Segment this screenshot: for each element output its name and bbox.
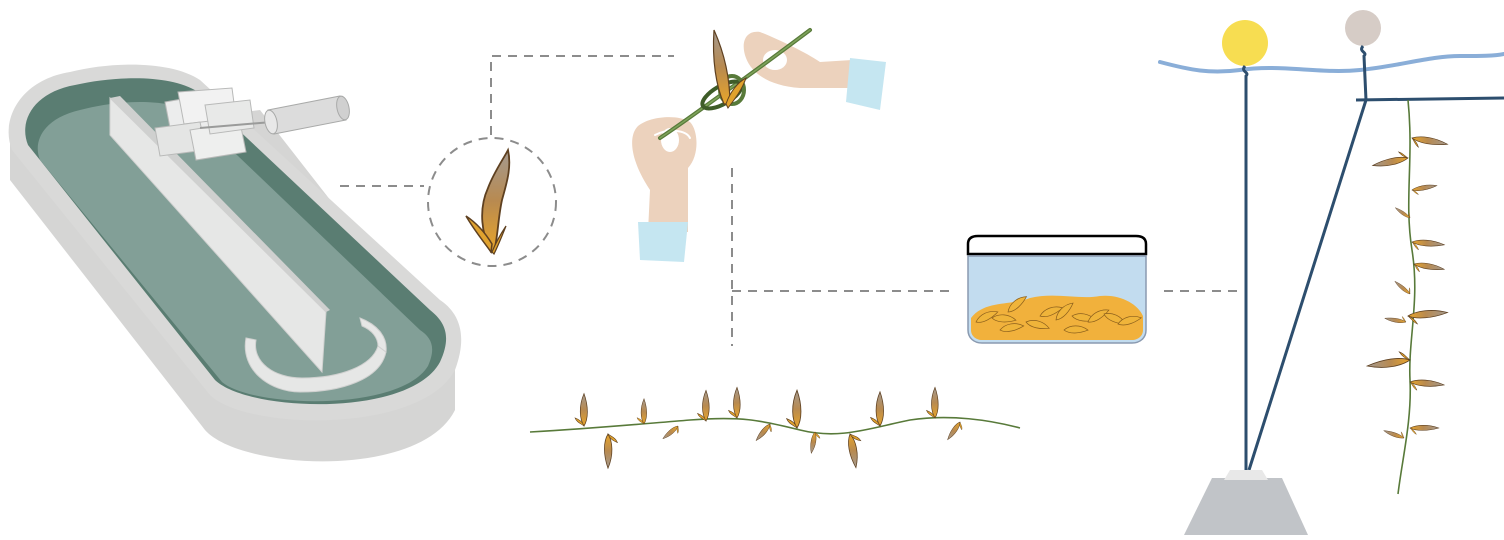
buoy-grey <box>1345 10 1381 46</box>
longline-backbone <box>1356 98 1504 100</box>
right-hand <box>744 32 886 110</box>
grow-frond <box>1413 261 1445 276</box>
grow-frond <box>1384 314 1406 324</box>
grow-frond <box>1371 150 1409 169</box>
nursery-container <box>968 236 1146 343</box>
hands-tying <box>632 30 886 262</box>
buoy-yellow <box>1222 20 1268 66</box>
seedling-detail <box>428 138 556 266</box>
grow-frond <box>1366 350 1411 370</box>
line-frond <box>637 399 647 424</box>
line-frond <box>846 432 865 468</box>
grow-frond <box>1411 135 1448 152</box>
line-frond <box>575 394 587 426</box>
mooring-line-diagonal <box>1249 46 1366 470</box>
anchor-block <box>1184 478 1308 535</box>
line-frond <box>729 387 741 418</box>
left-hand <box>632 117 696 262</box>
sea-surface <box>1160 54 1504 72</box>
line-frond <box>787 390 801 428</box>
longline-system <box>1160 10 1504 535</box>
grow-frond <box>1394 278 1413 296</box>
line-frond <box>662 424 682 443</box>
container-lid <box>968 236 1146 254</box>
seeded-rope <box>530 418 1020 434</box>
line-frond <box>927 387 939 418</box>
grow-frond <box>1409 379 1444 393</box>
paddlewheel-motor <box>263 95 352 135</box>
line-frond <box>754 423 774 445</box>
grow-frond <box>1411 239 1444 252</box>
line-frond <box>809 432 821 455</box>
seeded-line <box>530 387 1020 468</box>
line-frond <box>604 434 617 468</box>
raceway-tank <box>9 65 462 462</box>
line-frond <box>698 390 710 421</box>
grow-frond <box>1383 426 1406 440</box>
grow-frond <box>1410 425 1439 434</box>
grow-frond <box>1412 183 1438 195</box>
mooring-line-vertical <box>1244 66 1247 472</box>
line-frond <box>946 421 965 443</box>
seedling-frond <box>466 150 509 254</box>
line-frond <box>871 392 884 426</box>
